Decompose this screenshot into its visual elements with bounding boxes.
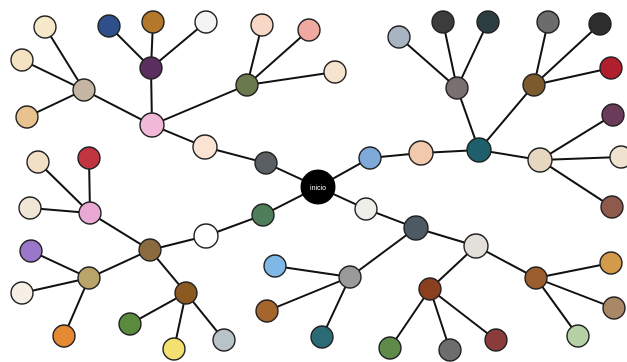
clipart-node-dog[interactable] bbox=[18, 196, 42, 220]
photo-node-people[interactable] bbox=[138, 238, 162, 262]
edge bbox=[535, 277, 615, 309]
edge bbox=[83, 89, 153, 126]
photo-node-forest[interactable] bbox=[251, 203, 275, 227]
clipart-node-screen[interactable] bbox=[387, 25, 411, 49]
photo-node-cup[interactable] bbox=[522, 73, 546, 97]
photo-node-sad[interactable] bbox=[445, 76, 469, 100]
edge bbox=[533, 67, 612, 86]
photo-node-city[interactable] bbox=[254, 151, 278, 175]
clipart-node-runner[interactable] bbox=[263, 254, 287, 278]
clipart-node-bike[interactable] bbox=[609, 145, 627, 169]
photo-node-sunset[interactable] bbox=[97, 14, 121, 38]
photo-node-dog[interactable] bbox=[77, 266, 101, 290]
edge bbox=[246, 29, 310, 86]
photo-node-earth[interactable] bbox=[600, 195, 624, 219]
clipart-node-kids[interactable] bbox=[15, 105, 39, 129]
note-node-pink[interactable] bbox=[139, 112, 165, 138]
edge bbox=[150, 21, 207, 69]
photo-node-bike[interactable] bbox=[139, 56, 163, 80]
note-node-gray[interactable] bbox=[463, 233, 489, 259]
photo-node-leaf[interactable] bbox=[118, 312, 142, 336]
note-node-peach2[interactable] bbox=[408, 140, 434, 166]
photo-node-tree[interactable] bbox=[418, 277, 442, 301]
clipart-node-cartoon[interactable] bbox=[19, 239, 43, 263]
photo-node-bottle[interactable] bbox=[212, 328, 236, 352]
edge bbox=[533, 23, 601, 86]
clipart-node-hug[interactable] bbox=[297, 18, 321, 42]
edge bbox=[478, 84, 535, 151]
edge bbox=[37, 161, 91, 214]
nodes: inicio bbox=[10, 10, 627, 362]
edge bbox=[456, 21, 489, 89]
photo-node-girl[interactable] bbox=[72, 78, 96, 102]
clipart-node-flower[interactable] bbox=[78, 201, 102, 225]
photo-node-pink[interactable] bbox=[601, 103, 625, 127]
edge bbox=[44, 26, 85, 91]
edge bbox=[274, 265, 351, 278]
photo-node-phone[interactable] bbox=[141, 10, 165, 34]
photo-node-flower[interactable] bbox=[484, 328, 508, 352]
clipart-node-stick[interactable] bbox=[354, 197, 378, 221]
root-node[interactable]: inicio bbox=[300, 169, 336, 205]
photo-node-red[interactable] bbox=[599, 56, 623, 80]
edge bbox=[151, 84, 248, 126]
edge bbox=[398, 36, 458, 89]
photo-node-field[interactable] bbox=[566, 324, 590, 348]
photo-node-sunrise[interactable] bbox=[174, 281, 198, 305]
clipart-node-baby[interactable] bbox=[358, 146, 382, 170]
photo-node-lake[interactable] bbox=[599, 251, 623, 275]
edge bbox=[349, 227, 417, 278]
clipart-node-bear[interactable] bbox=[26, 150, 50, 174]
edge bbox=[429, 288, 497, 341]
edge bbox=[89, 212, 151, 251]
photo-node-beach[interactable] bbox=[602, 296, 626, 320]
clipart-node-girl[interactable] bbox=[52, 324, 76, 348]
root-label: inicio bbox=[310, 185, 326, 192]
note-node-peach[interactable] bbox=[192, 134, 218, 160]
note-node-white[interactable] bbox=[193, 223, 219, 249]
photo-node-horse[interactable] bbox=[235, 73, 259, 97]
photo-node-road[interactable] bbox=[536, 10, 560, 34]
edge bbox=[539, 114, 614, 161]
edge bbox=[535, 277, 579, 337]
clipart-node-kid[interactable] bbox=[10, 281, 34, 305]
photo-node-globe[interactable] bbox=[378, 336, 402, 360]
edge bbox=[539, 156, 622, 161]
clipart-node-boy[interactable] bbox=[250, 13, 274, 37]
clipart-node-faces[interactable] bbox=[194, 10, 218, 34]
edge bbox=[266, 276, 351, 312]
hub-node-slate[interactable] bbox=[403, 215, 429, 241]
hub-node-teal[interactable] bbox=[466, 137, 492, 163]
photo-node-bw2[interactable] bbox=[476, 10, 500, 34]
photo-node-turtle[interactable] bbox=[310, 325, 334, 349]
photo-node-sky[interactable] bbox=[524, 266, 548, 290]
photo-node-night[interactable] bbox=[588, 12, 612, 36]
clipart-node-notes[interactable] bbox=[33, 15, 57, 39]
hub-node-tan[interactable] bbox=[527, 147, 553, 173]
hub-node-gray[interactable] bbox=[338, 265, 362, 289]
clipart-node-pencils[interactable] bbox=[10, 48, 34, 72]
edge bbox=[539, 159, 613, 208]
photo-node-bw1[interactable] bbox=[431, 10, 455, 34]
clipart-node-hand[interactable] bbox=[162, 337, 186, 361]
clipart-node-man[interactable] bbox=[323, 60, 347, 84]
edge bbox=[246, 71, 336, 86]
photo-node-hands[interactable] bbox=[438, 338, 462, 362]
edge bbox=[535, 262, 612, 279]
clipart-node-heart[interactable] bbox=[77, 146, 101, 170]
photo-node-desert[interactable] bbox=[255, 299, 279, 323]
edge bbox=[389, 288, 431, 349]
